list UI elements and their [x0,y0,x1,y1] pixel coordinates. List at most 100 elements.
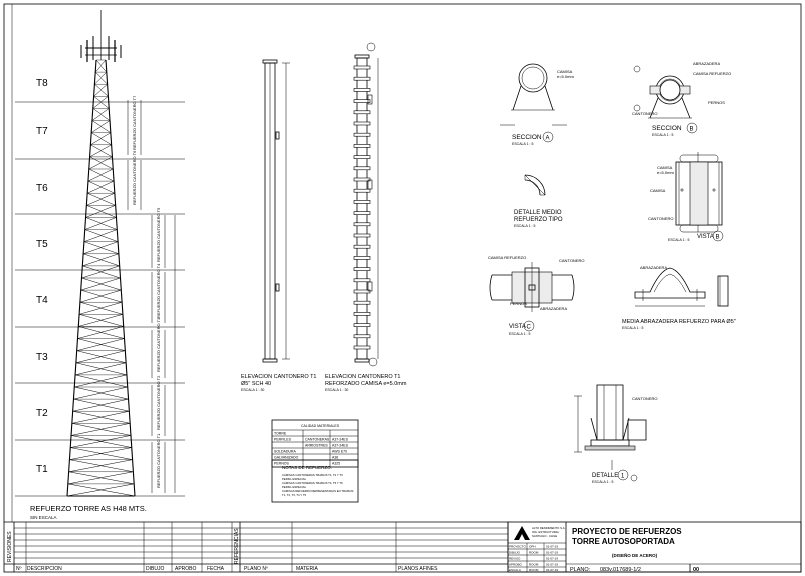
detalle-medio-2: REFUERZO TIPO [514,217,563,223]
role-label: REVISO [509,557,521,561]
project-title-2: TORRE AUTOSOPORTADA [572,537,675,546]
references-side-label: REFERENCIAS [234,528,240,564]
company-line-1: ALTO RENDIMIENTO S.A. [532,526,566,530]
detalle-scale: ESCALA 1 : 5 [592,480,613,484]
materials-title: CALIDAD MATERIALES [301,424,340,428]
tower-scale: SIN ESCALA [30,515,57,520]
role-date: 01-07-19 [546,557,558,561]
detalle-title: DETALLE [592,473,618,479]
rev-col-fecha: FECHA [207,566,225,572]
section-label-t2: T2 [36,408,48,419]
reinf-label-t4: REFUERZO CANTONERO T4 [156,263,161,318]
reinf-label-t7: REFUERZO CANTONERO T7 [132,95,137,150]
elev-left-sub: Ø5" SCH 40 [241,381,271,387]
rev-col-no: Nº [16,566,22,572]
sec-b-camisa: CAMISA REFUERZO [693,71,731,76]
mat-r5c0: PERNOS [274,462,289,466]
mat-r5c2: A325 [332,462,340,466]
detalle-medio-scale: ESCALA 1 : 5 [514,224,535,228]
detalle-medio-1: DETALLE MEDIO [514,210,562,216]
role-date: 01-07-19 [546,568,558,572]
project-subtitle: (DISEÑO DE ACERO) [612,552,658,558]
revision-strip [4,521,509,572]
tower-caption: REFUERZO TORRE AS H48 MTS. [30,504,147,513]
sheet-border [3,3,802,573]
section-label-t8: T8 [36,78,48,89]
note-line: CAMISAS CANTONERAS TRAMOS T4, T5 Y T6 [282,481,343,485]
elev-left-scale: ESCALA 1 : 30 [241,388,264,392]
media-abraz-title: MEDIA ABRAZADERA REFUERZO PARA Ø5" [622,319,736,325]
reinf-label-t3: REFUERZO CANTONERO T3 [156,317,161,372]
note-line: PERFIL ESPECIAL [282,485,307,489]
revision-columns: Nº DESCRIPCION DIBUJO APROBO FECHA PLANO… [16,566,438,572]
vista-b-camisa: CAMISA [657,165,673,170]
mat-r1c1: CANTONERAS [305,438,330,442]
vista-b-title: VISTA [697,234,714,240]
revisions-side-label: REVISIONES [7,531,13,562]
revision-number: 00 [693,567,699,573]
section-b-detail [633,65,692,119]
title-roles: PROYECTO OPH 01-07-19 DIBUJO ROOM 01-07-… [509,545,558,573]
sec-a-mark: A [546,136,550,142]
reinf-label-t6: REFUERZO CANTONERO T6 [132,150,137,205]
sec-b-scale: ESCALA 1 : 5 [652,133,673,137]
reinf-label-t2: REFUERZO CANTONERO T2 [156,375,161,430]
section-label-t6: T6 [36,183,48,194]
media-abraz-scale: ESCALA 1 : 5 [622,326,643,330]
section-label-t4: T4 [36,295,48,306]
note-line: T1, T2, T3, T4 Y T5 [282,493,307,497]
detail-half-reinforcement [524,174,546,196]
vista-b-mark: B [716,235,720,241]
vista-c-abrazadera: ABRAZADERA [540,306,567,311]
vista-b-esp: e=5.0mm [657,170,674,175]
sec-a-camisa: CAMISA [557,69,573,74]
reinf-label-t5: REFUERZO CANTONERO T5 [156,207,161,262]
section-a-detail [500,63,567,126]
notes-title: NOTAS DE REFUERZO: [282,465,332,470]
vista-c-cantonero: CANTONERO [559,258,584,263]
half-clamp-detail [634,267,729,307]
role-name: ROOM [529,568,539,572]
role-label: ESCALA [509,568,521,572]
detalle-mark: 1 [621,474,625,480]
sec-b-cantonero: CANTONERO [632,111,657,116]
mat-r3c0: SOLDADURA [274,450,296,454]
mat-r4c0: GALVANIZADO [274,456,299,460]
tower-reinforcement-labels: REFUERZO CANTONERO T7 REFUERZO CANTONERO… [132,95,161,488]
elev-left-title: ELEVACION CANTONERO T1 [241,374,317,380]
role-name: OPH [529,545,536,549]
elevation-right [353,42,379,367]
notes-box [271,459,359,503]
sec-a-esp: e=5.0mm [557,74,574,79]
section-label-t7: T7 [36,126,48,137]
sec-b-title: SECCION [652,125,682,132]
sec-b-abrazadera: ABRAZADERA [693,61,720,66]
media-abraz-camisa: ABRAZADERA [640,265,667,270]
elev-right-sub: REFORZADO CAMISA e=5.0mm [325,381,407,387]
rev-col-aprobo: APROBO [175,566,197,572]
note-line: CAMISAS REFUERZO REPRESENTADAS EN TRAMOS [282,489,354,493]
vista-c-pernos: PERNOS [510,301,527,306]
role-date: 01-07-19 [546,563,558,567]
mat-r1c2: A37-24ES [332,438,349,442]
vista-b-camisa-2: CAMISA [650,188,666,193]
sec-a-scale: ESCALA 1 : 5 [512,142,533,146]
role-label: PROYECTO [509,545,526,549]
detalle-cantonero: CANTONERO [632,396,657,401]
role-date: 01-07-19 [546,545,558,549]
sec-b-mark: B [690,127,694,133]
vista-c-title: VISTA [509,324,526,330]
sec-b-pernos: PERNOS [708,100,725,105]
materials-rows: TORRE PERFILES CANTONERAS A37-24ES ARRIO… [274,432,349,466]
section-label-t5: T5 [36,239,48,250]
role-date: 01-07-19 [546,551,558,555]
vista-c-camisa: CAMISA REFUERZO [488,255,526,260]
vista-c-detail [489,262,575,312]
company-line-2: ING. ESTRUCTURAL [532,530,560,534]
vista-b-cantonero: CANTONERO [648,216,673,221]
plano-label: PLANO: [570,567,591,573]
elev-right-title: ELEVACION CANTONERO T1 [325,374,401,380]
tower-section-list: T8 T7 T6 T5 T4 T3 T2 T1 [36,78,48,475]
elev-right-scale: ESCALA 1 : 30 [325,388,348,392]
